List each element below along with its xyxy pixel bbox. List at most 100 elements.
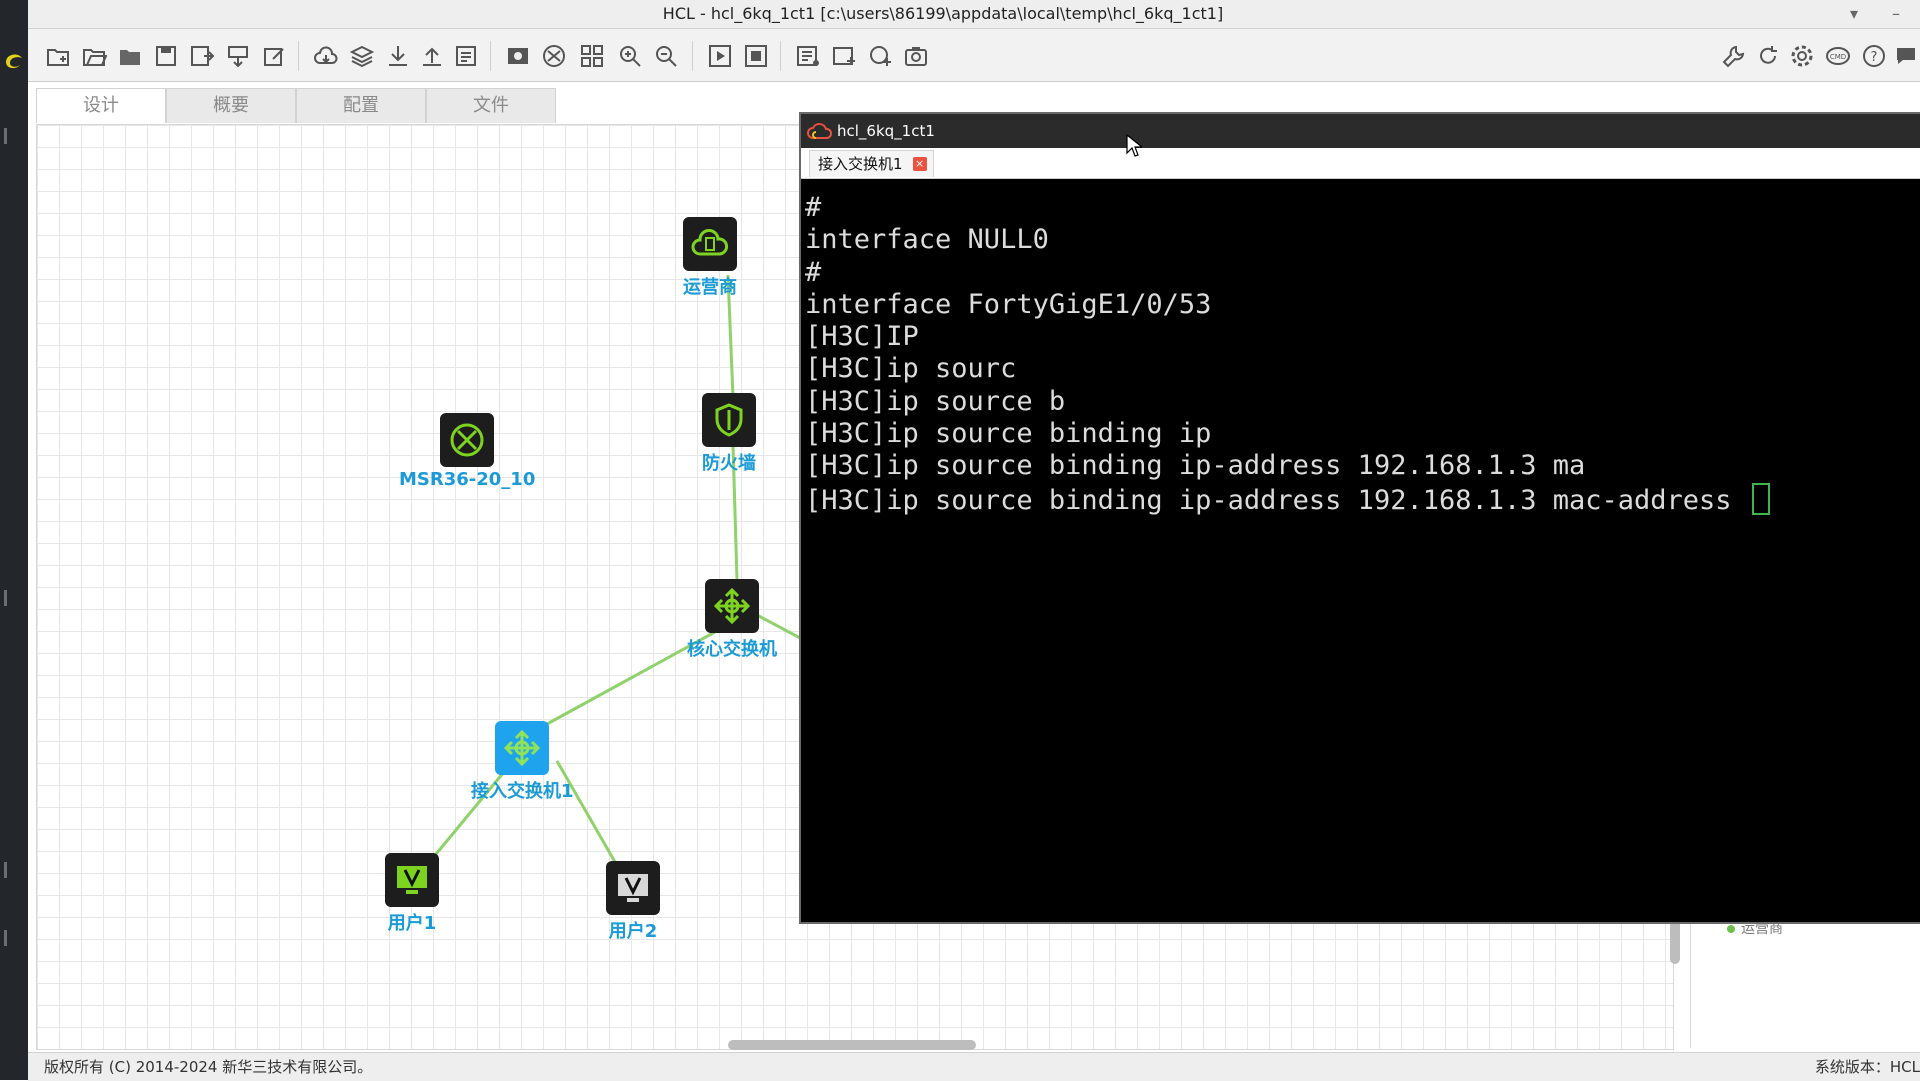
device-label: 用户1 bbox=[387, 913, 437, 934]
svg-text:CMD: CMD bbox=[1830, 53, 1846, 61]
terminal-tab-access-switch[interactable]: 接入交换机1 × bbox=[809, 150, 934, 177]
terminal-line: interface FortyGigE1/0/53 bbox=[805, 288, 1212, 320]
terminal-tab-label: 接入交换机1 bbox=[818, 155, 903, 173]
view-tabs: 设计 概要 配置 文件 bbox=[36, 88, 556, 124]
cloud-server-icon bbox=[683, 217, 737, 271]
dock-marker bbox=[4, 128, 7, 144]
terminal-output[interactable]: # interface NULL0 # interface FortyGigE1… bbox=[805, 192, 1920, 922]
device-router[interactable]: MSR36-20_10 bbox=[399, 413, 535, 490]
dock-marker bbox=[4, 590, 7, 606]
monitor-icon bbox=[606, 861, 660, 915]
cloud-logo-icon bbox=[807, 123, 833, 139]
mouse-pointer-icon bbox=[1126, 134, 1142, 157]
add-window-icon[interactable] bbox=[828, 40, 860, 72]
import-icon[interactable] bbox=[222, 40, 254, 72]
grid-icon[interactable] bbox=[576, 40, 608, 72]
link-firewall-core bbox=[731, 444, 739, 581]
link-access-user2 bbox=[555, 760, 621, 870]
device-list-icon[interactable] bbox=[792, 40, 824, 72]
copyright-text: 版权所有 (C) 2014-2024 新华三技术有限公司。 bbox=[44, 1058, 373, 1076]
open-folder-icon[interactable] bbox=[114, 40, 146, 72]
start-all-icon[interactable] bbox=[704, 40, 736, 72]
toolbar-separator bbox=[692, 41, 693, 71]
terminal-line: [H3C]ip sourc bbox=[805, 353, 1017, 385]
save-icon[interactable] bbox=[150, 40, 182, 72]
refresh-icon[interactable] bbox=[1752, 40, 1784, 72]
router-icon bbox=[440, 413, 495, 467]
upload-icon[interactable] bbox=[416, 40, 448, 72]
terminal-line: # bbox=[805, 256, 822, 288]
help-icon[interactable]: ? bbox=[1858, 40, 1890, 72]
toolbar-separator bbox=[298, 41, 299, 71]
device-core-switch[interactable]: 核心交换机 bbox=[687, 579, 777, 661]
device-user1[interactable]: 用户1 bbox=[385, 853, 439, 935]
switch-icon bbox=[495, 721, 550, 775]
edit-icon[interactable] bbox=[258, 40, 290, 72]
wrench-icon[interactable] bbox=[1718, 40, 1750, 72]
device-tree-panel: 运营商 bbox=[1690, 900, 1920, 1048]
device-access-switch[interactable]: 接入交换机1 bbox=[471, 721, 574, 803]
link-core-access bbox=[526, 619, 736, 737]
zoom-in-icon[interactable] bbox=[614, 40, 646, 72]
toolbar-separator bbox=[490, 41, 491, 71]
close-icon[interactable]: × bbox=[912, 157, 927, 171]
zoom-out-icon[interactable] bbox=[650, 40, 682, 72]
device-label: 核心交换机 bbox=[687, 639, 777, 660]
add-shape-icon[interactable] bbox=[864, 40, 896, 72]
minimize-button[interactable]: – bbox=[1892, 4, 1900, 23]
terminal-line: [H3C]ip source binding ip bbox=[805, 418, 1212, 450]
monitor-icon bbox=[385, 853, 439, 907]
layers-icon[interactable] bbox=[346, 40, 378, 72]
device-label: MSR36-20_10 bbox=[399, 469, 536, 490]
terminal-line: [H3C]ip source b bbox=[805, 385, 1066, 417]
canvas-vertical-scrollbar[interactable] bbox=[1670, 920, 1680, 964]
gear-icon[interactable] bbox=[1786, 40, 1818, 72]
open-project-icon[interactable] bbox=[78, 40, 110, 72]
tree-item-isp[interactable]: 运营商 bbox=[1727, 918, 1783, 938]
window-menu-button[interactable]: ▾ bbox=[1849, 4, 1859, 23]
switch-icon bbox=[705, 579, 759, 633]
stop-all-icon[interactable] bbox=[740, 40, 772, 72]
download-icon[interactable] bbox=[382, 40, 414, 72]
device-isp[interactable]: 运营商 bbox=[683, 217, 737, 299]
dock-marker bbox=[4, 862, 7, 878]
camera-icon[interactable] bbox=[900, 40, 932, 72]
window-title: HCL - hcl_6kq_1ct1 [c:\users\86199\appda… bbox=[662, 4, 1224, 23]
terminal-input-line[interactable]: [H3C]ip source binding ip-address 192.16… bbox=[805, 482, 1920, 516]
status-bar: 版权所有 (C) 2014-2024 新华三技术有限公司。 系统版本：HCL bbox=[28, 1052, 1920, 1081]
screenshot-icon[interactable] bbox=[502, 40, 534, 72]
left-dock bbox=[0, 0, 28, 1080]
device-label: 运营商 bbox=[683, 277, 737, 298]
chat-icon[interactable] bbox=[1890, 40, 1920, 72]
tab-files[interactable]: 文件 bbox=[426, 88, 556, 123]
terminal-line: [H3C]IP bbox=[805, 321, 919, 353]
notes-icon[interactable] bbox=[450, 40, 482, 72]
text-cursor bbox=[1751, 482, 1770, 515]
terminal-title: hcl_6kq_1ct1 bbox=[837, 122, 935, 140]
topology-icon[interactable] bbox=[538, 40, 570, 72]
main-toolbar: CMD ? bbox=[28, 29, 1920, 82]
tab-config[interactable]: 配置 bbox=[296, 88, 426, 123]
link-isp-firewall bbox=[726, 274, 735, 398]
status-dot-icon bbox=[1727, 925, 1735, 933]
new-project-icon[interactable] bbox=[42, 40, 74, 72]
device-user2[interactable]: 用户2 bbox=[606, 861, 660, 943]
device-label: 用户2 bbox=[608, 921, 658, 942]
tree-item-label: 运营商 bbox=[1741, 921, 1783, 937]
tab-overview[interactable]: 概要 bbox=[166, 88, 296, 123]
dock-marker bbox=[4, 930, 7, 946]
svg-text:?: ? bbox=[1871, 50, 1878, 65]
toolbar-separator bbox=[780, 41, 781, 71]
device-label: 防火墙 bbox=[702, 453, 756, 474]
terminal-window[interactable]: hcl_6kq_1ct1 接入交换机1 × # interface NULL0 … bbox=[799, 112, 1920, 924]
tab-design[interactable]: 设计 bbox=[36, 88, 166, 123]
terminal-line: [H3C]ip source binding ip-address 192.16… bbox=[805, 484, 1748, 516]
terminal-line: [H3C]ip source binding ip-address 192.16… bbox=[805, 450, 1586, 482]
device-firewall[interactable]: 防火墙 bbox=[702, 393, 756, 475]
terminal-line: # bbox=[805, 192, 822, 223]
cmd-icon[interactable]: CMD bbox=[1822, 40, 1854, 72]
save-as-icon[interactable] bbox=[186, 40, 218, 72]
canvas-horizontal-scrollbar[interactable] bbox=[728, 1040, 976, 1050]
cloud-icon[interactable] bbox=[310, 40, 342, 72]
terminal-titlebar[interactable]: hcl_6kq_1ct1 bbox=[801, 114, 1920, 148]
